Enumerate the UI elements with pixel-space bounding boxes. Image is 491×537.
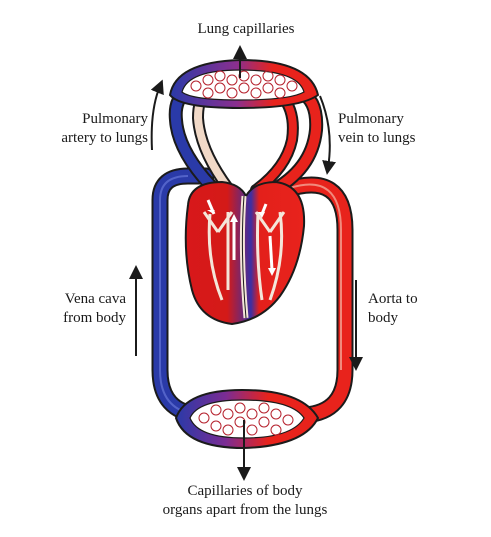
body-capillary-bed	[174, 388, 320, 450]
flow-arrows	[129, 45, 363, 481]
aorta-label: Aorta to body	[368, 291, 418, 326]
aorta-vessel	[276, 176, 354, 424]
lung-capillary-bed	[168, 58, 320, 110]
pulmonary-artery-label: Pulmonary artery to lungs	[61, 111, 148, 146]
pulmonary-artery-flow-arrow	[150, 79, 164, 151]
body-capillaries-label: Capillaries of body organs apart from th…	[162, 483, 328, 518]
heart	[184, 180, 306, 326]
lung-capillaries-label: Lung capillaries	[197, 21, 295, 37]
pulmonary-vein-flow-arrow	[319, 95, 337, 175]
pulmonary-vein-label: Pulmonary vein to lungs	[338, 111, 416, 146]
vena-cava-label: Vena cava from body	[63, 291, 126, 326]
